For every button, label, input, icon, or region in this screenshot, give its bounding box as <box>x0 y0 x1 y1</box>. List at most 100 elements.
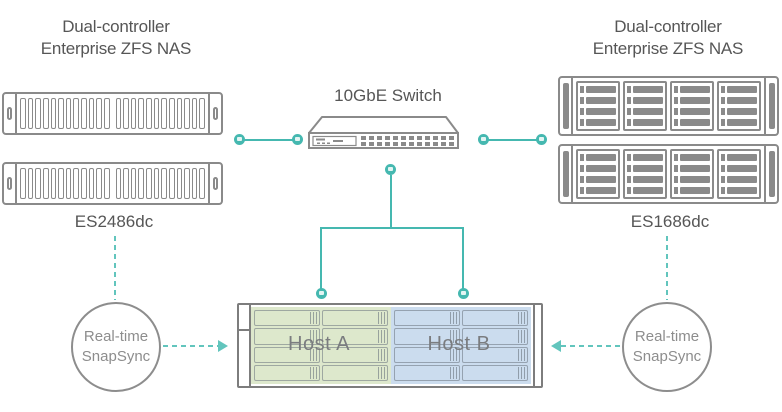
network-node-icon <box>458 288 469 299</box>
drive-tray-area <box>573 78 764 134</box>
drive-bay <box>161 98 167 129</box>
handle-bar-icon <box>768 151 775 197</box>
drive-bay <box>199 168 205 199</box>
network-node-icon <box>234 134 245 145</box>
drive-tray <box>322 364 388 381</box>
right-nas-unit-2 <box>558 144 779 204</box>
drive-tray <box>674 153 710 162</box>
host-a-zone <box>251 307 391 384</box>
drive-bay <box>199 98 205 129</box>
chassis-ear <box>764 78 777 134</box>
drive-tray <box>721 85 757 94</box>
drive-bay <box>42 98 49 129</box>
handle-bar-icon <box>562 83 569 129</box>
right-nas-title: Dual-controller Enterprise ZFS NAS <box>573 16 763 60</box>
right-nas-unit-1 <box>558 76 779 136</box>
drive-tray <box>254 346 320 363</box>
drive-bay <box>138 168 144 199</box>
drive-tray <box>394 364 460 381</box>
drive-tray <box>462 346 528 363</box>
chassis-ear <box>4 94 17 133</box>
chassis-ear <box>560 78 573 134</box>
drive-tray <box>721 107 757 116</box>
drive-bay <box>27 168 34 199</box>
drive-bay <box>191 168 198 199</box>
arrow-right-icon <box>218 340 228 352</box>
drive-tray <box>254 310 320 327</box>
handle-bar-icon <box>562 151 569 197</box>
link-to-host-b <box>462 228 464 289</box>
right-nas-title-line1: Dual-controller <box>614 17 722 36</box>
drive-bay <box>153 168 160 199</box>
tray-column <box>576 81 620 131</box>
drive-bay <box>50 98 57 129</box>
handle-hole-icon <box>213 177 218 190</box>
snapsync-left-line2: SnapSync <box>81 348 151 365</box>
handle-hole-icon <box>7 107 12 120</box>
drive-bay <box>161 168 167 199</box>
link-left-nas-to-switch <box>240 139 298 141</box>
right-nas-title-line2: Enterprise ZFS NAS <box>592 39 744 58</box>
drive-bay <box>65 168 72 199</box>
snapsync-right-line2: SnapSync <box>632 348 702 365</box>
drive-tray <box>254 364 320 381</box>
drive-tray <box>721 186 757 195</box>
drive-tray <box>674 85 710 94</box>
host-a-label: Host A <box>288 333 350 355</box>
snapsync-right-line1: Real-time <box>634 328 700 345</box>
drive-tray <box>674 175 710 184</box>
drive-bay <box>184 168 190 199</box>
left-nas-title-line2: Enterprise ZFS NAS <box>40 39 192 58</box>
chassis-ear <box>560 146 573 202</box>
network-node-icon <box>385 164 396 175</box>
drive-tray <box>627 107 663 116</box>
drive-bay <box>191 98 198 129</box>
chassis-ear <box>208 164 221 203</box>
tray-column <box>670 81 714 131</box>
drive-bay <box>73 168 79 199</box>
drive-tray <box>394 310 460 327</box>
arrow-left-icon <box>551 340 561 352</box>
drive-tray <box>580 175 616 184</box>
drive-bay <box>96 168 102 199</box>
drive-bay <box>168 98 175 129</box>
drive-bay <box>168 168 175 199</box>
drive-tray <box>322 310 388 327</box>
drive-tray <box>394 346 460 363</box>
drive-bay-area <box>17 164 208 203</box>
drive-bay <box>176 98 183 129</box>
drive-tray <box>674 186 710 195</box>
drive-bay <box>130 98 137 129</box>
drive-tray <box>674 118 710 127</box>
drive-bay <box>103 98 110 129</box>
link-switch-branch <box>320 227 464 229</box>
drive-bay <box>138 98 144 129</box>
drive-tray <box>721 175 757 184</box>
left-nas-title: Dual-controller Enterprise ZFS NAS <box>21 16 211 60</box>
handle-bar-icon <box>768 83 775 129</box>
drive-tray <box>674 107 710 116</box>
drive-bay <box>27 98 34 129</box>
snapsync-left-drop-line <box>114 236 116 300</box>
host-b-zone <box>391 307 531 384</box>
network-node-icon <box>316 288 327 299</box>
drive-bay <box>42 168 49 199</box>
drive-tray <box>322 346 388 363</box>
snapsync-left-arrow-line <box>163 345 218 347</box>
right-nas-model: ES1686dc <box>630 212 710 231</box>
left-nas-title-line1: Dual-controller <box>62 17 170 36</box>
drive-tray <box>721 164 757 173</box>
drive-tray <box>580 153 616 162</box>
link-right-nas-to-switch <box>484 139 542 141</box>
drive-tray <box>627 186 663 195</box>
drive-bay <box>96 98 102 129</box>
drive-bay <box>115 168 122 199</box>
drive-tray <box>580 107 616 116</box>
drive-bay <box>20 168 26 199</box>
chassis-ear <box>208 94 221 133</box>
drive-bay <box>73 98 79 129</box>
snapsync-left-line1: Real-time <box>83 328 149 345</box>
drive-tray <box>462 328 528 345</box>
drive-tray <box>721 96 757 105</box>
drive-bay <box>123 168 129 199</box>
